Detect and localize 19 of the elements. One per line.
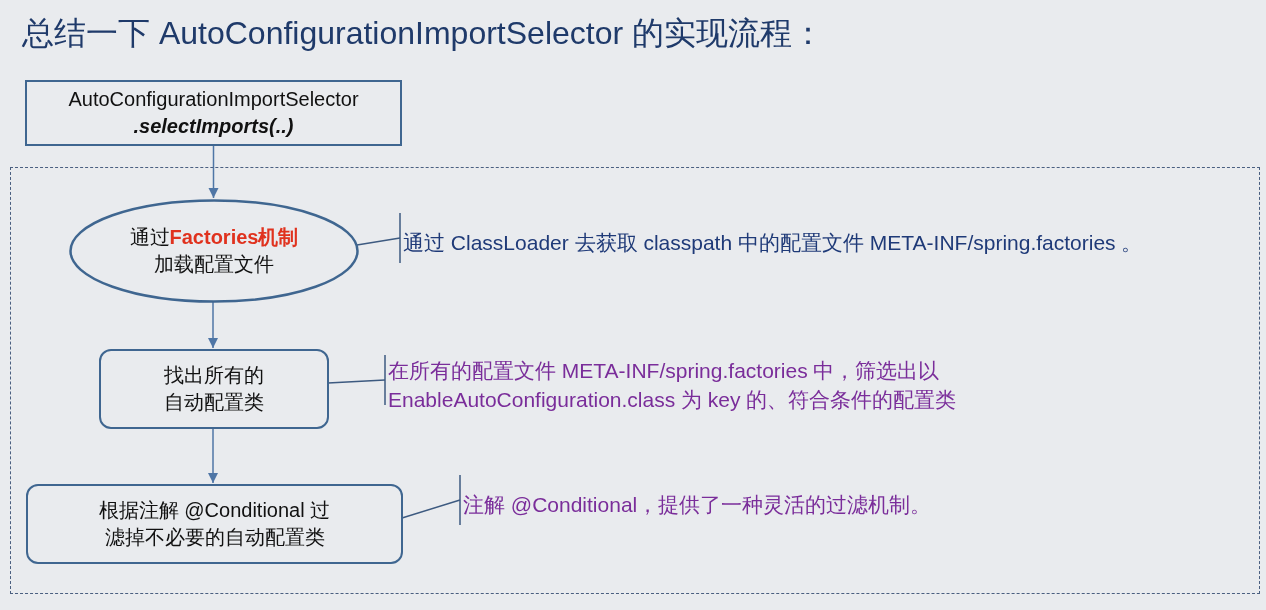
- box-label: 找出所有的自动配置类: [163, 363, 265, 415]
- leader-line: [356, 212, 401, 264]
- process-box: [99, 349, 329, 429]
- title: 总结一下 AutoConfigurationImportSelector 的实现流程：: [22, 14, 825, 53]
- box-label: 根据注解 @Conditional 过滤掉不必要的自动配置类: [97, 498, 332, 550]
- process-box: [26, 484, 403, 564]
- annotation-text: 通过 ClassLoader 去获取 classpath 中的配置文件 META-INF/spring.factories 。: [403, 223, 1143, 263]
- arrow: [208, 145, 219, 199]
- dashed-frame: [10, 167, 1260, 594]
- leader-line: [401, 474, 461, 526]
- annotation-text: 在所有的配置文件 META-INF/spring.factories 中，筛选出以 EnableAutoConfiguration.class 为 key 的、符合条件的配置类: [388, 353, 1088, 417]
- box-label: AutoConfigurationImportSelector .selectImports(..): [67, 87, 360, 139]
- arrow: [207, 427, 219, 484]
- process-box: [25, 80, 402, 146]
- leader-line: [327, 354, 386, 406]
- process-ellipse: [69, 199, 359, 303]
- annotation-text: 注解 @Conditional，提供了一种灵活的过滤机制。: [463, 487, 932, 523]
- box-label: 通过Factories机制加载配置文件: [128, 225, 300, 277]
- arrow: [207, 301, 219, 349]
